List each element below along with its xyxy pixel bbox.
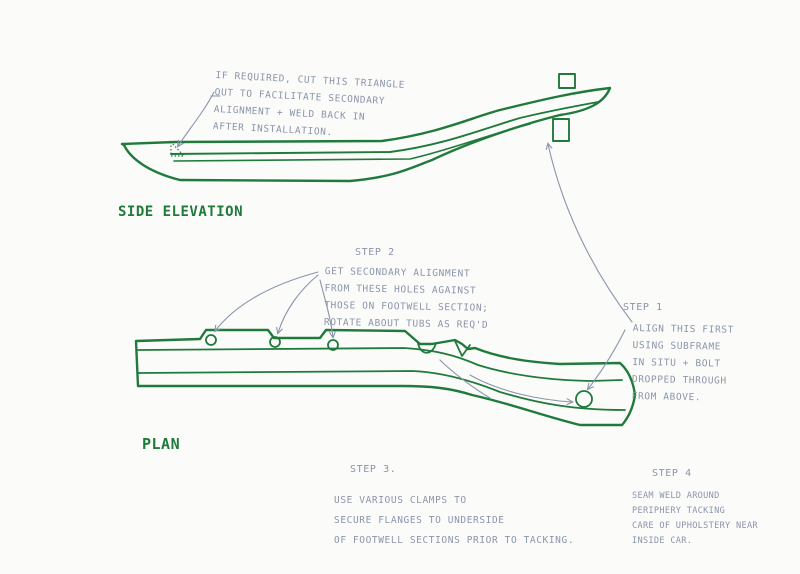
plan-hole-step1 (575, 390, 593, 408)
step4-title: Step 4 (652, 468, 692, 479)
arrow-tube-to-hole (469, 374, 572, 402)
step3-note: Use various clamps to secure flanges to … (334, 495, 575, 546)
plan-inner-line-1 (137, 347, 623, 382)
arrow-step2-tube (439, 359, 491, 399)
plan-notch (454, 340, 471, 357)
side-elevation-drawing (120, 73, 612, 183)
step4-note: Seam weld around periphery tacking care … (632, 491, 758, 546)
leader-arrows (178, 91, 633, 402)
plan-inner-line-2 (137, 370, 626, 411)
plan-heading: Plan (142, 435, 181, 453)
step1-note: Align this first using subframe in situ … (631, 322, 735, 404)
plan-hole-2 (269, 336, 281, 348)
side-profile-inner (170, 101, 599, 155)
plan-hole-1 (205, 334, 217, 346)
step3-title: Step 3. (350, 464, 397, 475)
plan-tube-bump (417, 342, 437, 354)
triangle-note: If required, cut this triangle out to fa… (212, 69, 406, 139)
arrow-step2-hole2 (278, 274, 319, 333)
side-elevation-heading: Side Elevation (118, 204, 244, 220)
side-profile-lower-inner (173, 123, 531, 162)
plan-top-edge (134, 328, 637, 427)
side-boss-bottom (552, 118, 570, 142)
side-profile-outer (120, 86, 612, 183)
arrow-step1-boss (548, 144, 633, 323)
step2-note: Get secondary alignment from these holes… (323, 265, 489, 331)
triangle-cutout-marker (170, 140, 186, 157)
arrow-triangle-note (178, 91, 215, 146)
step1-title: Step 1 (623, 302, 663, 313)
side-boss-top (558, 73, 576, 89)
arrow-step2-hole1 (215, 271, 319, 331)
plan-hole-3 (327, 339, 339, 351)
arrow-step2-hole3 (319, 279, 333, 337)
step2-title: Step 2 (355, 247, 395, 258)
plan-drawing (134, 328, 637, 427)
arrow-step1-hole (588, 329, 626, 389)
